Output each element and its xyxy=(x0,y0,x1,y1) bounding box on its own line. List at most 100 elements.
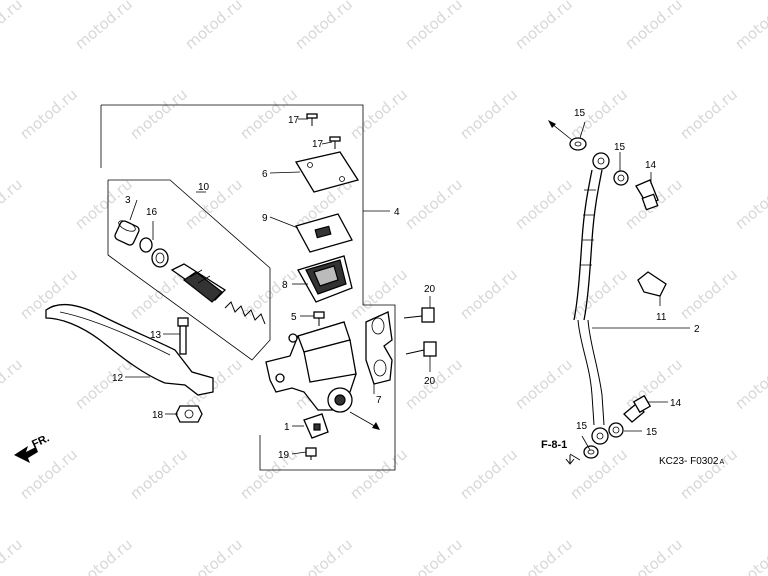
watermark-text: motod.ru xyxy=(0,0,26,53)
callout-17a: 17 xyxy=(288,115,300,126)
watermark-text: motod.ru xyxy=(292,0,356,53)
watermark-text: motod.ru xyxy=(512,175,576,233)
holder-bolt-lower xyxy=(405,341,437,357)
spring xyxy=(224,301,266,325)
callout-8: 8 xyxy=(282,280,288,291)
callout-14b: 14 xyxy=(670,398,682,409)
watermark-text: motod.ru xyxy=(457,445,521,503)
watermark-text: motod.ru xyxy=(402,175,466,233)
watermark-text: motod.ru xyxy=(622,535,686,576)
watermark-text: motod.ru xyxy=(0,175,26,233)
watermark-text: motod.ru xyxy=(127,85,191,143)
washer xyxy=(151,248,169,268)
callout-labels: 17 17 6 9 8 5 4 10 3 16 13 12 18 1 19 20… xyxy=(112,108,700,461)
master-cylinder-body xyxy=(265,321,357,413)
washer-bottom xyxy=(583,445,599,459)
front-arrow-icon xyxy=(14,446,38,463)
lever-nut xyxy=(175,405,203,423)
watermark-text: motod.ru xyxy=(567,265,631,323)
bleeder-bolt xyxy=(313,311,325,326)
watermark-text: motod.ru xyxy=(0,355,26,413)
watermark-text: motod.ru xyxy=(677,445,741,503)
watermark-text: motod.ru xyxy=(182,175,246,233)
washer-upper-right xyxy=(613,170,629,186)
watermark-text: motod.ru xyxy=(237,445,301,503)
diaphragm-plate xyxy=(295,213,353,253)
watermark-text: motod.ru xyxy=(457,265,521,323)
watermark-text: motod.ru xyxy=(347,445,411,503)
diaphragm xyxy=(297,255,353,303)
watermark-text: motod.ru xyxy=(622,0,686,53)
callout-5: 5 xyxy=(291,312,297,323)
watermark-text: motod.ru xyxy=(347,85,411,143)
piston xyxy=(170,263,227,303)
callout-4: 4 xyxy=(394,207,400,218)
leader-lines xyxy=(125,118,690,461)
callout-10: 10 xyxy=(198,182,210,193)
watermark-text: motod.ru xyxy=(72,535,136,576)
holder-bolt-upper xyxy=(403,307,435,323)
callout-7: 7 xyxy=(376,395,382,406)
callout-9: 9 xyxy=(262,213,268,224)
callout-14a: 14 xyxy=(645,160,657,171)
watermark-text: motod.ru xyxy=(732,355,768,413)
brake-lever xyxy=(45,303,214,396)
top-arrow-line xyxy=(551,123,573,141)
screw-lower xyxy=(329,136,341,149)
brake-switch xyxy=(303,413,329,439)
reference-marker: F-8-1 xyxy=(541,439,575,465)
callout-20b: 20 xyxy=(424,376,436,387)
watermark-text: motod.ru xyxy=(732,535,768,576)
callout-15b: 15 xyxy=(614,142,626,153)
washer-top xyxy=(569,137,587,151)
callout-2: 2 xyxy=(694,324,700,335)
callout-20a: 20 xyxy=(424,284,436,295)
watermark-text: motod.ru xyxy=(732,175,768,233)
assembly-10-outline xyxy=(107,179,271,361)
callout-3: 3 xyxy=(125,195,131,206)
callout-16: 16 xyxy=(146,207,158,218)
brake-hose xyxy=(573,152,610,445)
watermark-text: motod.ru xyxy=(182,0,246,53)
watermark-text: motod.ru xyxy=(127,445,191,503)
front-direction-indicator: FR. xyxy=(14,432,51,463)
banjo-bolt-lower xyxy=(623,394,652,423)
watermark-text: motod.ru xyxy=(402,535,466,576)
callout-6: 6 xyxy=(262,169,268,180)
mirror-holder xyxy=(365,311,393,385)
callout-17b: 17 xyxy=(312,139,324,150)
callout-19: 18 xyxy=(152,410,164,421)
switch-screw xyxy=(305,447,317,460)
reservoir-cap xyxy=(294,151,360,193)
washer-lower-right xyxy=(608,422,624,438)
watermark-text: motod.ru xyxy=(457,85,521,143)
watermark-text: motod.ru xyxy=(567,445,631,503)
circlip xyxy=(139,237,153,253)
lever-bolt xyxy=(177,317,189,355)
direction-label: FR. xyxy=(30,432,51,450)
piston-boot xyxy=(114,220,140,246)
pointer-arrow xyxy=(372,422,380,430)
watermark-text: motod.ru xyxy=(677,265,741,323)
watermark-text: motod.ru xyxy=(512,535,576,576)
callout-13: 13 xyxy=(150,330,162,341)
watermark-text: motod.ru xyxy=(17,85,81,143)
banjo-bolt-upper xyxy=(635,179,659,211)
watermark-text: motod.ru xyxy=(292,535,356,576)
watermark-text: motod.ru xyxy=(512,355,576,413)
callout-12: 12 xyxy=(112,373,124,384)
watermark-text: motod.ru xyxy=(347,265,411,323)
callout-15c: 15 xyxy=(646,427,658,438)
watermark-text: motod.ru xyxy=(677,85,741,143)
assembly-4-outline xyxy=(101,104,396,471)
watermark-text: motod.ru xyxy=(182,535,246,576)
watermark-text: motod.ru xyxy=(512,0,576,53)
callout-18: 19 xyxy=(278,450,290,461)
watermark-text: motod.ru xyxy=(732,0,768,53)
lever-edge xyxy=(59,311,171,356)
reference-arrow-icon xyxy=(565,458,575,465)
reference-label: F-8-1 xyxy=(541,439,567,451)
callout-1: 1 xyxy=(284,422,290,433)
